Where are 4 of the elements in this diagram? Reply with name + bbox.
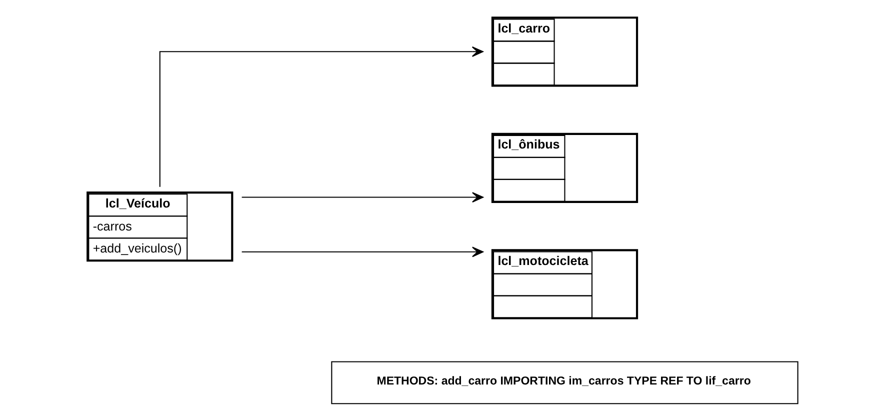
arrow — [241, 246, 483, 258]
arrow — [241, 192, 483, 202]
node-box: METHODS: add_carro IMPORTING im_carros TYPE REF TO lif_carro — [330, 361, 798, 404]
arrow — [158, 46, 483, 187]
